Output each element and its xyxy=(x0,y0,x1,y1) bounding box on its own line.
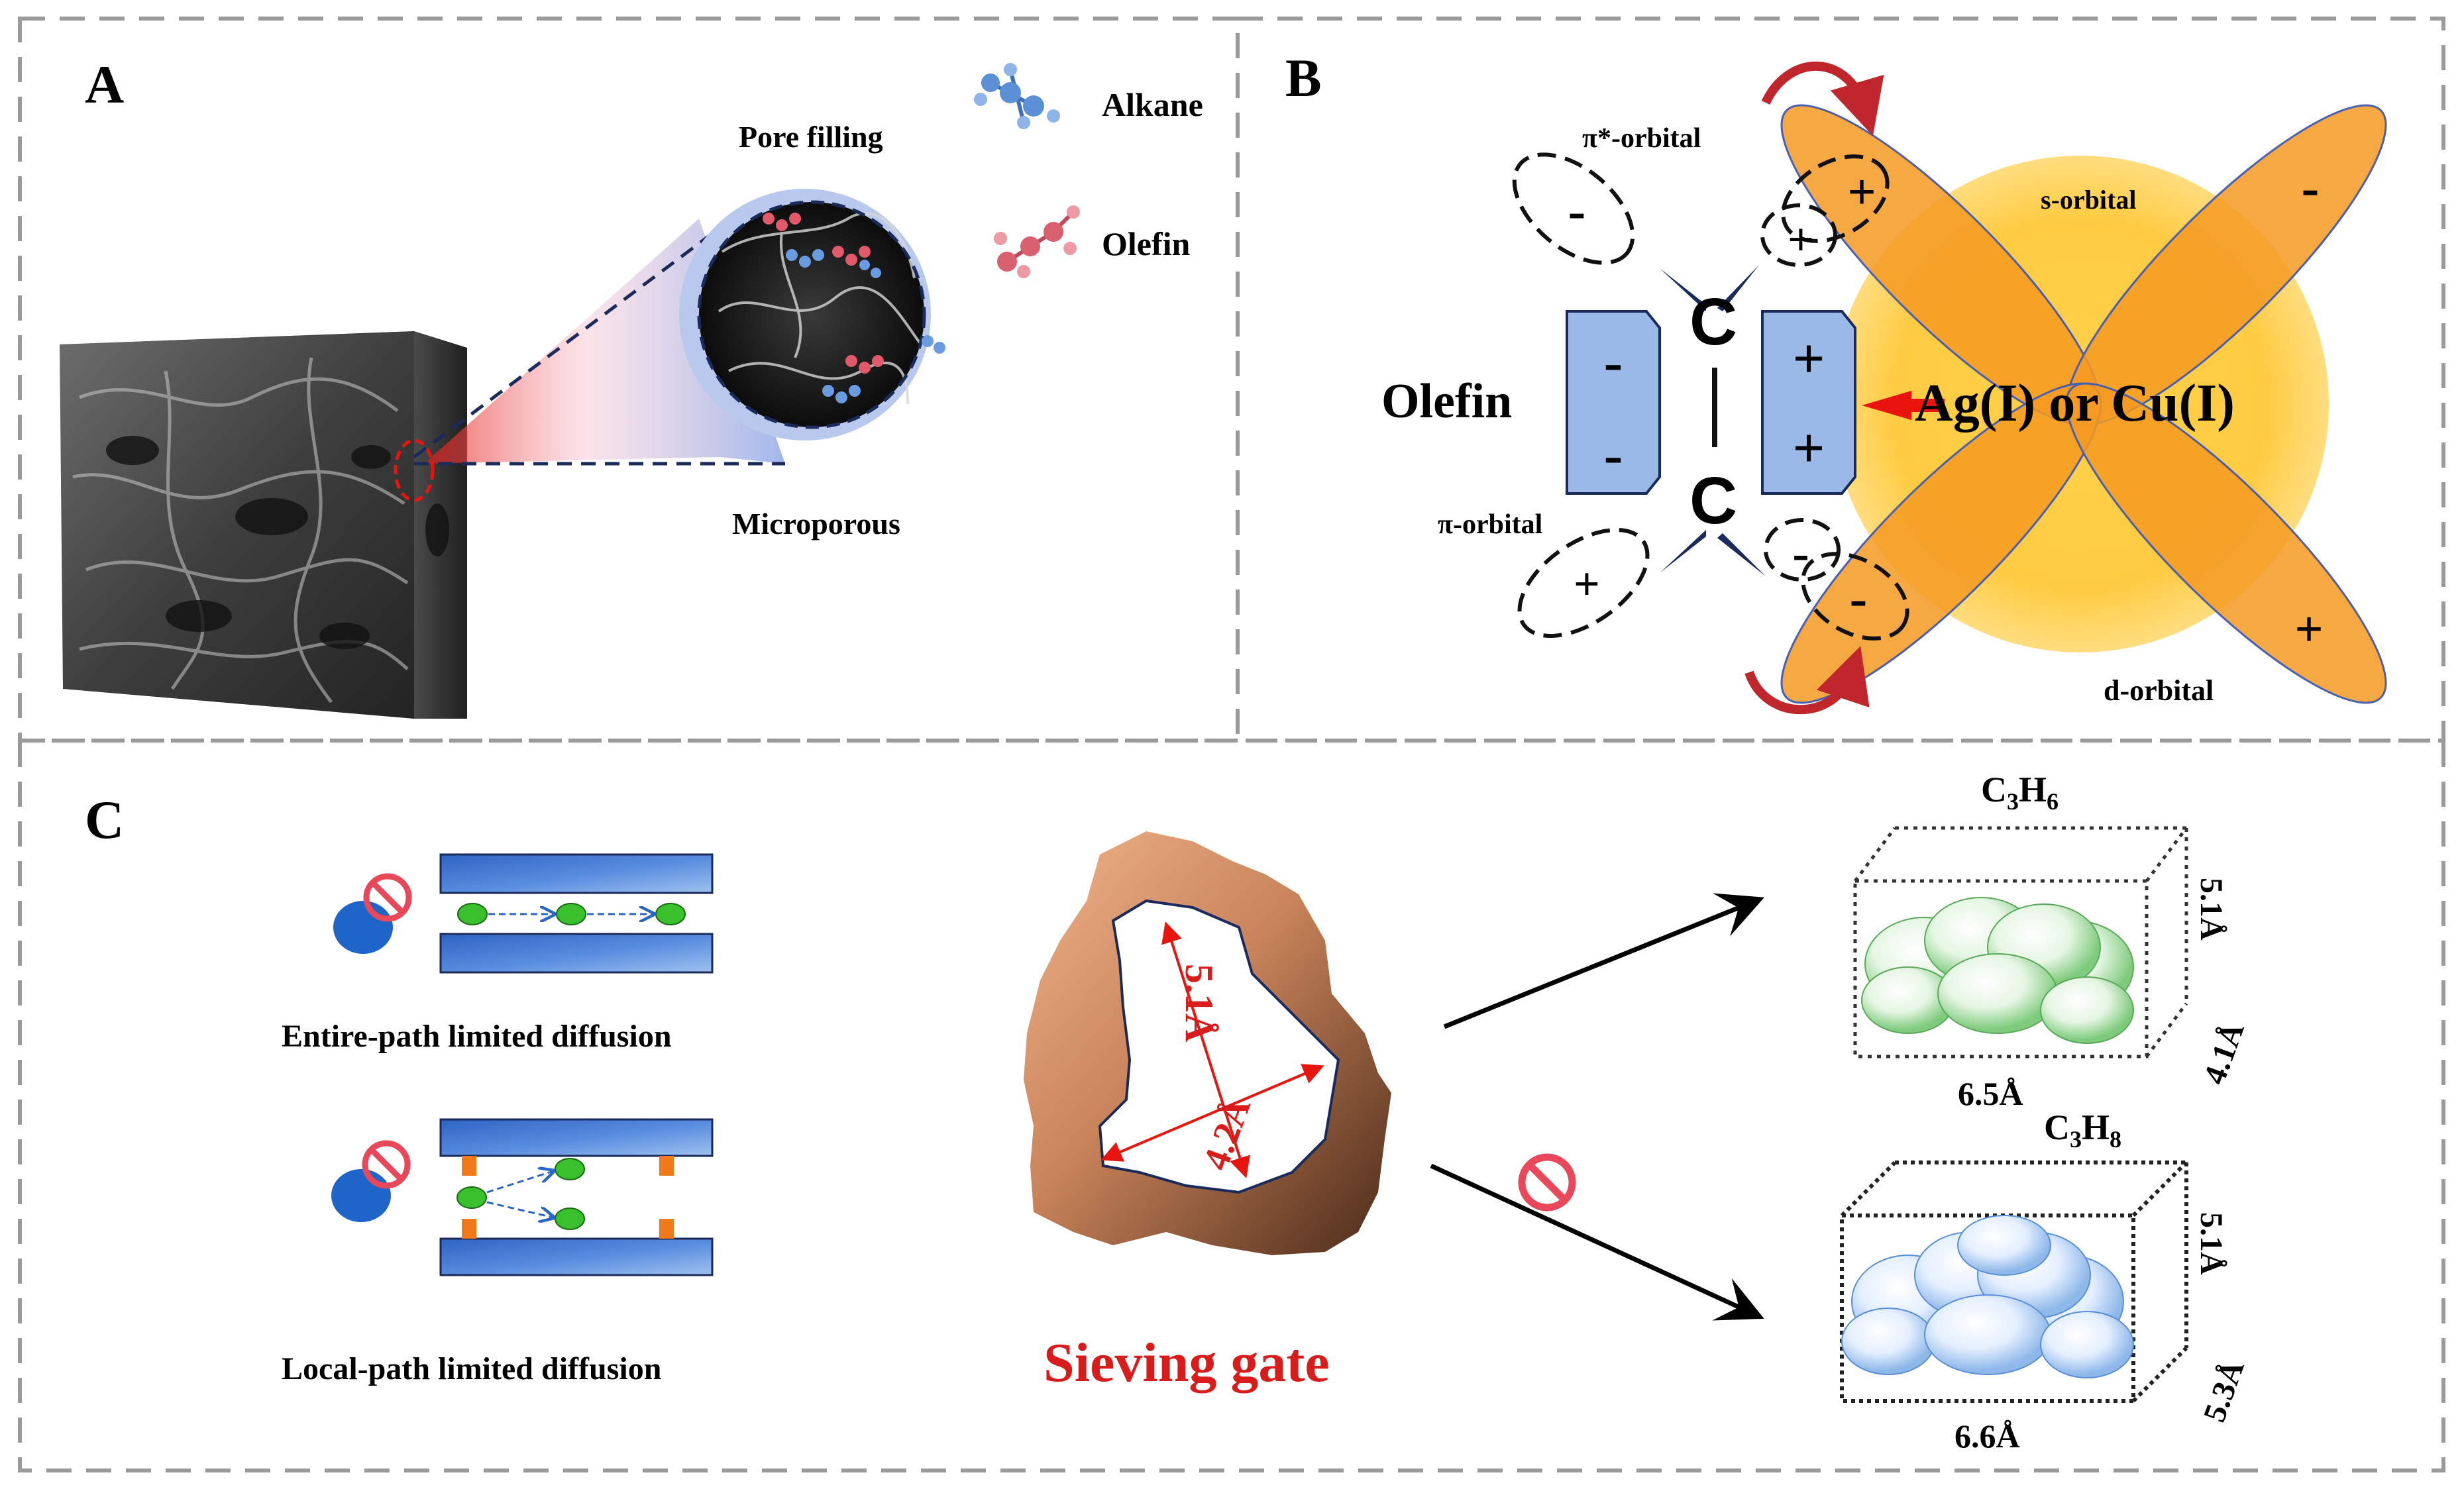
pore-highlight xyxy=(394,438,435,502)
olefin-legend-label: Olefin xyxy=(1102,225,1191,262)
donation-arrow xyxy=(1862,391,1945,420)
pi-orbital xyxy=(1517,518,1909,641)
panel-a-label: A xyxy=(85,54,124,115)
propylene-width-label: 6.5Å xyxy=(1958,1075,2023,1112)
d-lobe-minus-upper-right: - xyxy=(2302,159,2320,217)
propane-formula: C3H8 xyxy=(2044,1108,2121,1153)
gate-dimension-long-label: 5.1Å xyxy=(1177,964,1221,1042)
propylene-formula: C3H6 xyxy=(1981,770,2059,815)
panel-b-frame xyxy=(1236,17,2445,743)
alkane-legend-icon xyxy=(974,63,1060,129)
blocked-molecule xyxy=(331,1169,391,1222)
metal-ion-label: Ag(I) or Cu(I) xyxy=(1915,374,2235,433)
sem-cube xyxy=(60,331,467,719)
d-lobe-plus-upper-left: + xyxy=(1847,164,1876,220)
svg-text:C3H6: C3H6 xyxy=(1981,770,2059,815)
propylene-model xyxy=(1853,826,2188,1058)
propane-depth-label: 5.3Å xyxy=(2197,1355,2251,1426)
pi-star-plus-right: + xyxy=(1788,215,1814,266)
panel-c-frame xyxy=(18,739,2445,1472)
propylene-pass-arrow xyxy=(1443,893,1764,1029)
panel-c-label: C xyxy=(85,790,124,850)
entire-path-label: Entire-path limited diffusion xyxy=(282,1019,672,1054)
s-orbital-label: s-orbital xyxy=(2041,185,2136,215)
forbidden-icon xyxy=(363,873,412,922)
pi-minus-right: - xyxy=(1792,525,1809,581)
panel-b-label: B xyxy=(1285,48,1322,108)
propylene-height-label: 5.1Å xyxy=(2194,878,2229,941)
carbon-top: C xyxy=(1689,285,1737,359)
metal-box-plus-bottom: + xyxy=(1792,416,1825,480)
sieving-gate-rock: 5.1Å 4.2Å xyxy=(1024,831,1391,1255)
metal-box-plus-top: + xyxy=(1792,327,1825,390)
wedge-bonds xyxy=(1660,265,1766,576)
metal-side-charge-box xyxy=(1761,310,1856,495)
svg-text:C3H8: C3H8 xyxy=(2044,1108,2121,1153)
d-orbital-lobes xyxy=(1780,104,2387,704)
propane-height-label: 5.1Å xyxy=(2194,1212,2229,1275)
carbon-bottom: C xyxy=(1689,464,1737,538)
blocked-molecule xyxy=(333,901,393,954)
d-orbital-label: d-orbital xyxy=(2104,674,2214,707)
local-path-label: Local-path limited diffusion xyxy=(282,1351,661,1386)
forbidden-icon xyxy=(1518,1153,1576,1211)
back-donation-arrow-bottom xyxy=(1744,646,1870,715)
pi-star-orbital xyxy=(1512,152,1890,267)
local-path-diagram xyxy=(331,1118,714,1276)
d-lobe-plus-lower-right: + xyxy=(2294,601,2323,657)
pore-filling-label: Pore filling xyxy=(739,120,883,154)
olefin-charge-box xyxy=(1566,310,1661,495)
forbidden-icon xyxy=(362,1140,411,1189)
alkane-legend-label: Alkane xyxy=(1102,86,1203,123)
propane-model xyxy=(1840,1160,2188,1403)
microporous-label: Microporous xyxy=(732,507,900,541)
pi-plus-left: + xyxy=(1574,559,1600,610)
zoom-line-top xyxy=(413,217,733,458)
propane-width-label: 6.6Å xyxy=(1955,1418,2020,1455)
propylene-depth-label: 4.1Å xyxy=(2197,1017,2251,1088)
pore-zoom-circle xyxy=(679,189,931,440)
d-lobe-minus-lower-left: - xyxy=(1850,570,1868,628)
olefin-label: Olefin xyxy=(1381,374,1512,429)
pore-molecules xyxy=(763,213,945,403)
pi-star-minus-left: - xyxy=(1568,182,1586,240)
sieving-gate-label: Sieving gate xyxy=(1044,1332,1330,1394)
pi-star-orbital-label: π*-orbital xyxy=(1582,123,1701,154)
back-donation-arrow-top xyxy=(1761,61,1884,136)
gate-dimension-short xyxy=(1100,1064,1324,1162)
olefin-box-minus-bottom: - xyxy=(1604,423,1623,486)
olefin-legend-icon xyxy=(994,205,1080,278)
pi-orbital-label: π-orbital xyxy=(1438,509,1542,540)
propane-blocked-arrow xyxy=(1430,1163,1764,1321)
olefin-box-minus-top: - xyxy=(1604,330,1623,393)
panel-frames xyxy=(18,17,2445,1472)
entire-path-diagram xyxy=(333,853,714,974)
